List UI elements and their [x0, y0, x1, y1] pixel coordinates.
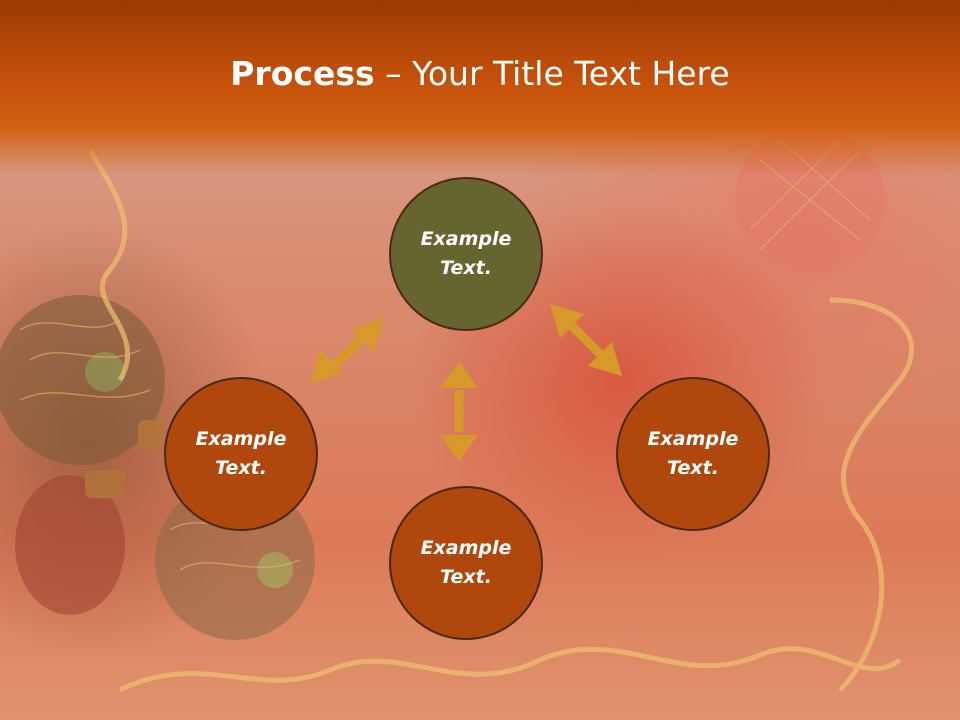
process-node-top: Example Text.	[389, 177, 543, 331]
double-arrow-top-right	[550, 304, 622, 376]
slide-title: Process – Your Title Text Here	[0, 52, 960, 96]
node-bottom-text: Example Text.	[420, 537, 512, 588]
double-arrow-top-bottom	[440, 362, 478, 461]
ornament-cap	[85, 470, 125, 498]
process-node-bottom: Example Text.	[389, 486, 543, 640]
ribbon-bottom	[118, 646, 902, 693]
ornament-highlight	[85, 352, 125, 392]
ornament-ball-red	[15, 475, 125, 615]
double-arrow-top-left	[310, 318, 384, 384]
node-left-text: Example Text.	[195, 428, 287, 479]
process-node-left: Example Text.	[164, 377, 318, 531]
process-node-right: Example Text.	[616, 377, 770, 531]
ribbon-right	[829, 297, 914, 692]
node-right-text: Example Text.	[647, 428, 739, 479]
title-rest-part: – Your Title Text Here	[374, 54, 730, 93]
ribbon-left	[87, 148, 130, 382]
node-top-text: Example Text.	[420, 228, 512, 279]
title-bold-part: Process	[230, 54, 375, 93]
title-banner	[0, 0, 960, 175]
